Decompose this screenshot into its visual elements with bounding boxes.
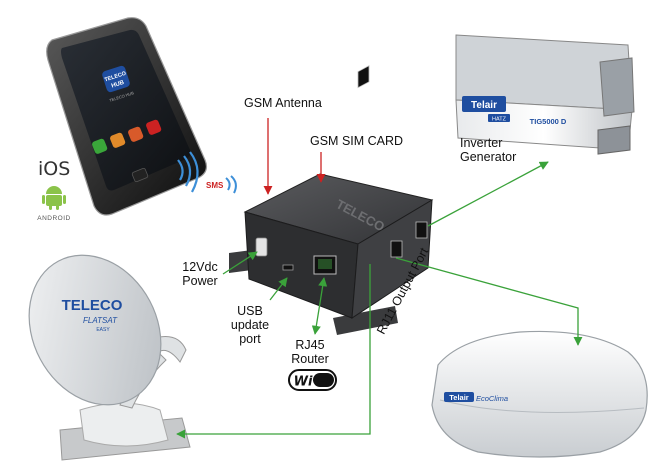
power-line1: 12Vdc <box>182 260 218 274</box>
dish-brand-text: TELECO <box>62 297 123 314</box>
app-logo-icon <box>102 65 130 93</box>
teleco-hub-device: TELECO <box>229 65 434 335</box>
android-robot-icon <box>46 186 62 194</box>
power-label: 12Vdc Power <box>176 260 224 288</box>
usb-label: USB update port <box>228 304 272 346</box>
rj11-port-3-icon <box>415 221 428 239</box>
usb-arrow <box>269 277 288 301</box>
sms-waves-icon <box>225 175 237 194</box>
power-arrow <box>222 251 258 275</box>
dish-arrow <box>176 264 371 439</box>
power-socket-icon <box>255 237 268 257</box>
inverter-generator: Telair HATZ TIG5000 D <box>455 34 635 155</box>
android-logo: ANDROID <box>37 186 70 222</box>
power-line2: Power <box>182 274 218 288</box>
gsm-sim-card-label: GSM SIM CARD <box>310 134 404 148</box>
usb-line3: port <box>239 332 261 346</box>
generator-model-text: TIG5000 D <box>530 117 567 126</box>
aircon-model-text: EcoClima <box>476 394 508 403</box>
rj45-arrow <box>311 277 328 335</box>
rj45-line1: RJ45 <box>295 338 325 352</box>
gsm-antenna-label: GSM Antenna <box>244 96 322 110</box>
sms-label: SMS <box>206 181 224 190</box>
usb-port-icon <box>282 264 294 271</box>
svg-text:Wi Fi: Wi Fi <box>294 375 331 390</box>
usb-line1: USB <box>237 304 263 318</box>
ios-logo: iOS <box>38 158 70 180</box>
inverter-generator-label: Inverter Generator <box>460 136 516 164</box>
messages-app-icon <box>128 126 144 142</box>
dish-sub-text: EASY <box>96 327 110 333</box>
inverter-generator-line1: Inverter <box>460 136 503 150</box>
home-button-icon <box>131 167 149 183</box>
generator-brand-text: Telair <box>471 100 497 111</box>
svg-text:ANDROID: ANDROID <box>37 215 70 222</box>
rj45-line2: Router <box>291 352 329 366</box>
rj11-port-1-icon <box>357 65 370 89</box>
wifi-logo: Wi Fi <box>288 369 337 391</box>
air-conditioner: Telair EcoClima <box>431 330 648 458</box>
rj45-label: RJ45 Router <box>288 338 332 366</box>
satellite-dish: TELECO FLATSAT EASY <box>28 254 191 461</box>
app-logo-bottom-text: HUB <box>111 80 126 90</box>
aircon-brand-text: Telair <box>449 393 469 402</box>
hangup-app-icon <box>146 119 162 135</box>
smartphone: TELECO HUB TELECO HUB SMS <box>46 17 237 216</box>
contacts-app-icon <box>110 132 126 148</box>
dish-model-text: FLATSAT <box>83 316 118 325</box>
usb-line2: update <box>230 318 270 332</box>
svg-text:iOS: iOS <box>38 158 70 180</box>
generator-arrow <box>427 161 549 227</box>
rj11-port-2-icon <box>390 240 403 258</box>
call-app-icon <box>92 138 108 154</box>
generator-badge-text: HATZ <box>492 117 507 123</box>
signal-waves-icon <box>177 151 199 193</box>
inverter-generator-line2: Generator <box>460 150 517 164</box>
aircon-arrow <box>395 257 583 346</box>
